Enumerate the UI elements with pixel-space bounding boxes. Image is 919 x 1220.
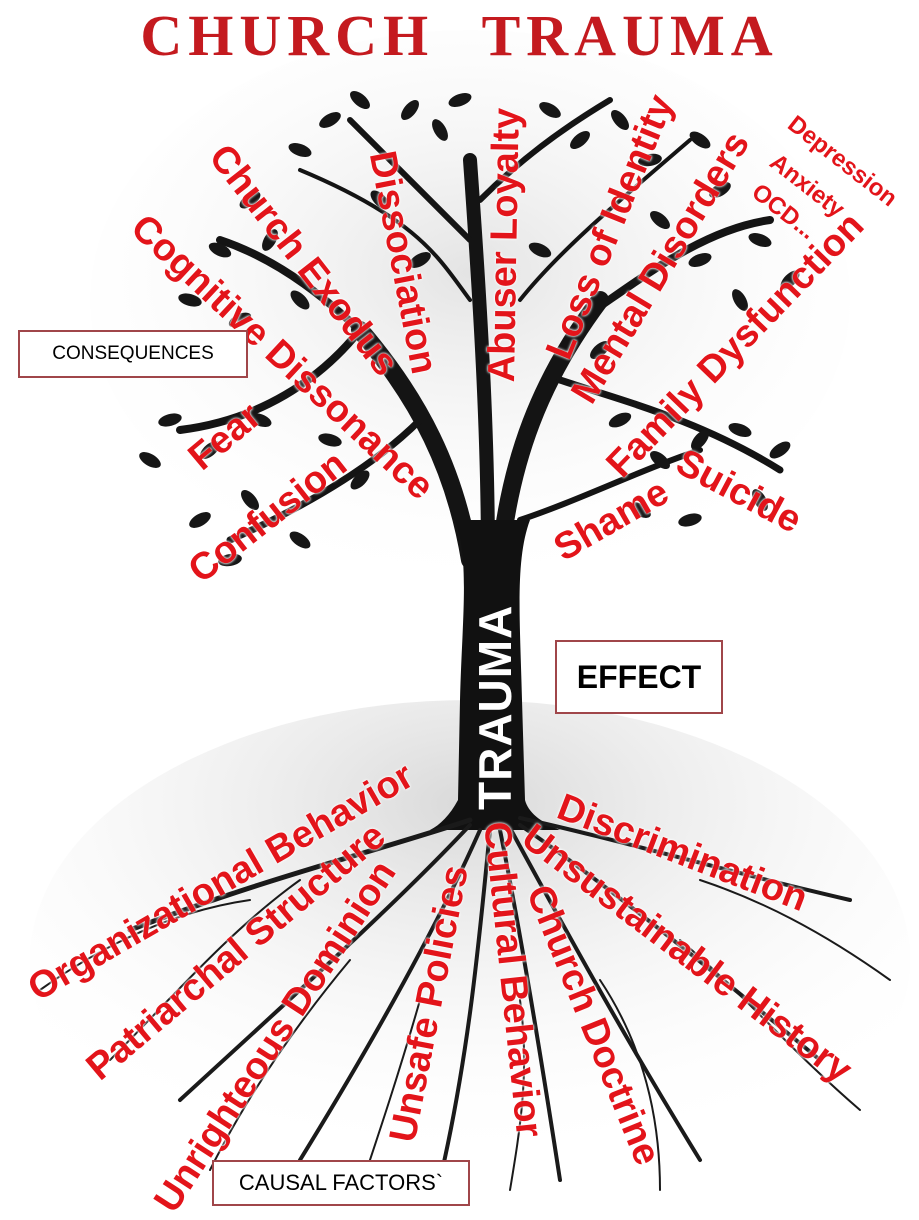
causal-factors-box-label: CAUSAL FACTORS` [238,1170,444,1195]
page-title: CHURCH TRAUMA [140,3,779,68]
effect-box: EFFECT [555,640,723,714]
consequences-box: CONSEQUENCES [18,330,248,378]
effect-box-label: EFFECT [576,658,702,695]
causal-factors-box: CAUSAL FACTORS` [212,1160,470,1206]
trunk [430,520,560,830]
leaves [139,91,800,567]
trunk-label: TRAUMA [469,604,521,810]
consequences-box-label: CONSEQUENCES [52,343,214,364]
label-abuser-loyalty: Abuser Loyalty [481,107,528,383]
root-shade [30,700,910,1206]
